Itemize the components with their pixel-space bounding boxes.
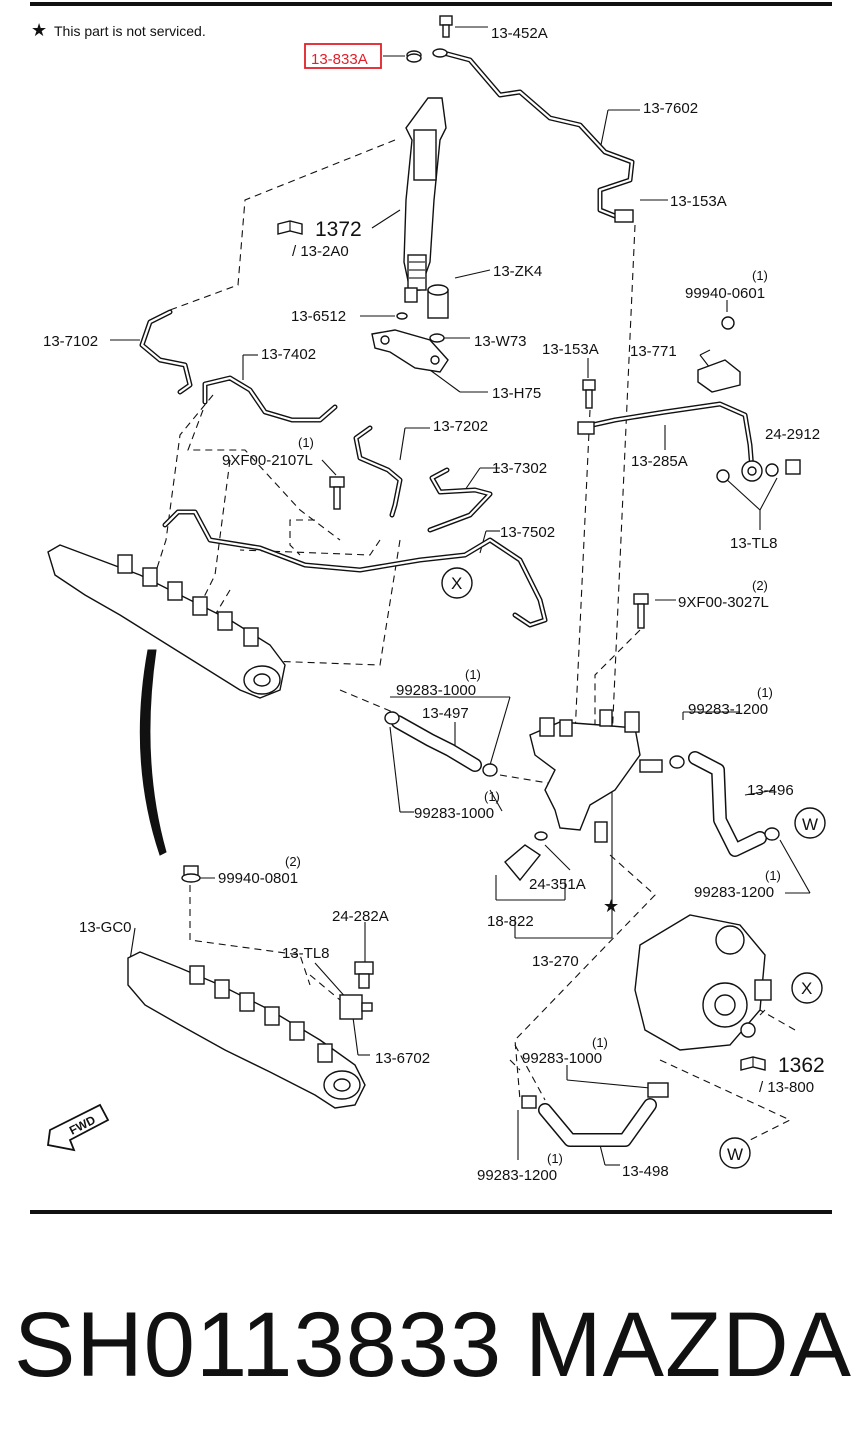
label-13-w73: 13-W73 — [474, 333, 527, 350]
label-qty-1000a: (1) — [465, 667, 481, 682]
label-99283-1200a: 99283-1200 — [688, 701, 768, 718]
star-mark: ★ — [31, 20, 47, 40]
part-number: SH0113833 — [14, 1294, 503, 1396]
label-13-7202: 13-7202 — [433, 418, 488, 435]
star-mark-2: ★ — [603, 896, 619, 916]
label-13-7302: 13-7302 — [492, 460, 547, 477]
fuel-junction-block — [529, 709, 663, 843]
label-qty-1200a: (1) — [757, 685, 773, 700]
label-13-153a-top: 13-153A — [670, 193, 727, 210]
label-24-351a: 24-351A — [529, 876, 586, 893]
bolt-2107l — [329, 476, 345, 510]
fuel-injector — [403, 97, 447, 303]
injector-washer — [396, 312, 408, 320]
label-13-153a-mid: 13-153A — [542, 341, 599, 358]
label-99283-1000c: 99283-1000 — [522, 1050, 602, 1067]
label-24-282a: 24-282A — [332, 908, 389, 925]
marker-w-1-label: W — [802, 815, 818, 834]
common-rail-lower — [127, 951, 366, 1109]
marker-x-2 — [791, 972, 823, 1004]
label-13-452a: 13-452A — [491, 25, 548, 42]
book-ref-icon — [740, 1056, 766, 1071]
label-13-7402: 13-7402 — [261, 346, 316, 363]
marker-x-1 — [441, 567, 473, 599]
top-bolt — [439, 15, 453, 38]
leader-lines — [110, 26, 811, 1166]
curved-arrow — [139, 649, 167, 856]
label-13-285a: 13-285A — [631, 453, 688, 470]
label-qty-1000b: (1) — [484, 789, 500, 804]
label-24-2912: 24-2912 — [765, 426, 820, 443]
label-9xf00-3027l: 9XF00-3027L — [678, 594, 769, 611]
label-99283-1000a: 99283-1000 — [396, 682, 476, 699]
fuel-pump — [634, 914, 772, 1051]
bracket-771 — [697, 316, 741, 393]
label-13-h75: 13-H75 — [492, 385, 541, 402]
label-13-497: 13-497 — [422, 705, 469, 722]
brand-name: MAZDA — [525, 1294, 852, 1396]
label-13-gc0: 13-GC0 — [79, 919, 132, 936]
label-13-7502: 13-7502 — [500, 524, 555, 541]
label-13-zk4: 13-ZK4 — [493, 263, 542, 280]
label-13-tl8-top: 13-TL8 — [730, 535, 778, 552]
label-qty-1200b: (1) — [765, 868, 781, 883]
label-99940-0601: 99940-0601 — [685, 285, 765, 302]
hose-498 — [521, 1082, 669, 1147]
injector-clamp — [371, 329, 449, 373]
return-plug — [716, 459, 801, 483]
label-99283-1200c: 99283-1200 — [477, 1167, 557, 1184]
marker-x-1-label: X — [451, 574, 462, 593]
book-ref-icon — [277, 220, 303, 235]
label-99940-0801: 99940-0801 — [218, 870, 298, 887]
fuel-system-diagram: ★ This part is not serviced. 13-833A — [30, 2, 832, 1214]
label-qty-0801: (2) — [285, 854, 301, 869]
label-13-498: 13-498 — [622, 1163, 669, 1180]
marker-w-2-label: W — [727, 1145, 743, 1164]
label-99283-1200b: 99283-1200 — [694, 884, 774, 901]
label-18-822: 18-822 — [487, 913, 534, 930]
fwd-arrow-icon — [46, 1103, 110, 1152]
label-1362: 1362 — [778, 1054, 825, 1077]
bolt-153a — [582, 379, 596, 409]
label-13-7102: 13-7102 — [43, 333, 98, 350]
label-qty-1000c: (1) — [592, 1035, 608, 1050]
label-13-2a0: / 13-2A0 — [292, 243, 349, 260]
note-text: This part is not serviced. — [54, 23, 206, 39]
pipe-fitting-mid — [577, 421, 595, 435]
label-13-771: 13-771 — [630, 343, 677, 360]
hose-497 — [384, 711, 498, 777]
label-99283-1000b: 99283-1000 — [414, 805, 494, 822]
fuel-pipes — [139, 49, 755, 628]
label-qty-0601: (1) — [752, 268, 768, 283]
pressure-limiter — [339, 961, 374, 1020]
dashed-reference-lines — [149, 139, 796, 1141]
highlight-box — [304, 43, 382, 69]
marker-w-1 — [794, 807, 826, 839]
highlight-label: 13-833A — [311, 51, 368, 68]
bolt-3027l — [633, 593, 649, 629]
footer: SH0113833 MAZDA — [0, 1290, 864, 1400]
label-qty-3027: (2) — [752, 578, 768, 593]
common-rail-upper — [47, 544, 286, 699]
marker-w-2 — [719, 1137, 751, 1169]
marker-x-2-label: X — [801, 979, 812, 998]
label-13-270: 13-270 — [532, 953, 579, 970]
label-9xf00-2107l: 9XF00-2107L — [222, 452, 313, 469]
label-13-tl8-bottom: 13-TL8 — [282, 945, 330, 962]
fuel-temp-sensor — [504, 831, 548, 882]
label-13-6512: 13-6512 — [291, 308, 346, 325]
copper-washers — [406, 48, 448, 63]
hose-496 — [669, 751, 780, 857]
label-13-800: / 13-800 — [759, 1079, 814, 1096]
label-13-6702: 13-6702 — [375, 1050, 430, 1067]
injector-bush — [427, 284, 449, 319]
pipe-fitting-top — [614, 209, 634, 223]
injector-seal — [429, 333, 445, 343]
label-1372: 1372 — [315, 218, 362, 241]
label-13-7602: 13-7602 — [643, 100, 698, 117]
label-qty-1200c: (1) — [547, 1151, 563, 1166]
label-qty-2107: (1) — [298, 435, 314, 450]
label-13-496: 13-496 — [747, 782, 794, 799]
nut-0801 — [181, 865, 201, 883]
